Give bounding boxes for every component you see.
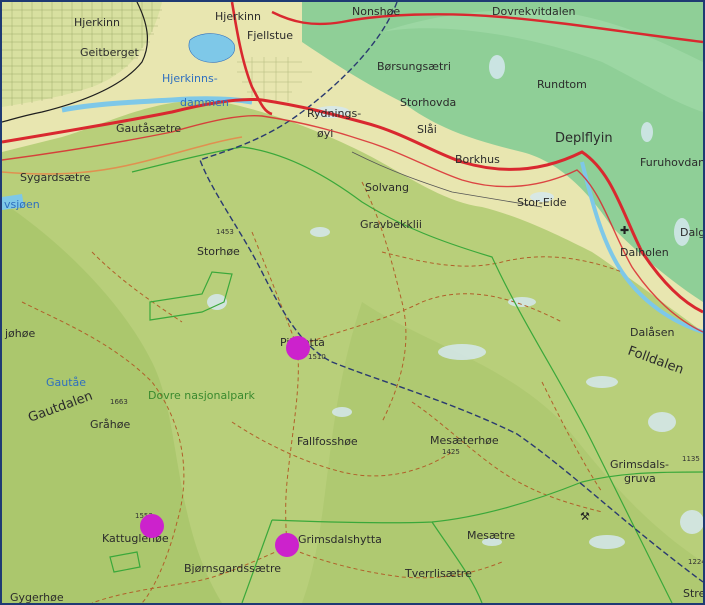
wetland-patches — [207, 55, 703, 549]
label-stre: Stre — [683, 587, 703, 600]
label-stor-eide: Stor-Eide — [517, 196, 567, 209]
label-grimsdalsgruva-2: gruva — [624, 472, 656, 485]
forest-area — [302, 2, 703, 302]
minor-road-2 — [351, 151, 543, 208]
forest-area-light — [382, 10, 703, 112]
label-storhoe: Storhøe — [197, 245, 240, 258]
label-gautasaetre: Gautåsætre — [116, 122, 181, 135]
label-gravbekkli: Gravbekklii — [360, 218, 422, 231]
label-grahoe: Gråhøe — [90, 418, 130, 431]
elevation-east: 1135 — [682, 455, 700, 463]
marker-grimsdalshytta[interactable] — [275, 533, 299, 557]
label-geitberget: Geitberget — [80, 46, 139, 59]
label-mesaetre: Mesætre — [467, 529, 515, 542]
place-labels: Hjerkinn Hjerkinn Nonshøe Dovrekvitdalen… — [4, 5, 703, 603]
elevation-mesaeterhoe: 1425 — [442, 448, 460, 456]
label-gautae: Gautåe — [46, 376, 86, 389]
label-borkhus: Borkhus — [455, 153, 500, 166]
label-furuhovdan: Furuhovdan — [640, 156, 703, 169]
label-rundtom: Rundtom — [537, 78, 587, 91]
lake-vsjoen — [2, 194, 24, 210]
river-folldalen — [580, 161, 703, 334]
elevation-kattuglehoe: 1553 — [135, 512, 153, 520]
minor-road — [2, 136, 243, 175]
label-borsungsaetri: Børsungsætri — [377, 60, 451, 73]
river-dammen — [61, 96, 253, 113]
elevation-storhoe: 1453 — [216, 228, 234, 236]
lake-hjerkinn — [188, 33, 235, 63]
label-dovre-nasjonalpark: Dovre nasjonalpark — [148, 389, 255, 402]
label-grimsdalshytta: Grimsdalshytta — [298, 533, 382, 546]
label-rydningsoyi-1: Rydnings- — [307, 107, 361, 120]
label-solvang: Solvang — [365, 181, 409, 194]
label-hjerkinnsdammen-1: Hjerkinns- — [162, 72, 218, 85]
elevation-pikhetta: 1510 — [308, 353, 326, 361]
hiking-trails — [21, 181, 623, 603]
label-storhovda: Storhovda — [400, 96, 456, 109]
military-area-grid — [2, 2, 312, 107]
label-nonshoe: Nonshøe — [352, 5, 400, 18]
elevation-labels: 1453 1510 1663 1425 1553 1135 1224 — [110, 228, 703, 566]
power-line — [199, 2, 703, 583]
label-fjellstue: Fjellstue — [247, 29, 293, 42]
label-rydningsoyi-2: øyi — [317, 127, 333, 140]
marker-pikhetta[interactable] — [286, 336, 310, 360]
label-gygerhoe: Gygerhøe — [10, 591, 64, 603]
church-icon: ✚ — [620, 224, 629, 237]
label-johoe: jøhøe — [4, 327, 35, 340]
label-hjerkinn-west: Hjerkinn — [74, 16, 120, 29]
terrain-relief-east — [302, 302, 703, 603]
location-markers — [140, 336, 310, 557]
elevation-southeast: 1224 — [688, 558, 703, 566]
label-tverrlisaetre: Tverrlisætre — [404, 567, 472, 580]
label-hjerkinn-east: Hjerkinn — [215, 10, 261, 23]
label-bjornsgardssaetre: Bjørnsgardssætre — [184, 562, 281, 575]
label-mesaeterhoe: Mesæterhøe — [430, 434, 499, 447]
label-sygardsaetre: Sygardsætre — [20, 171, 91, 184]
label-fallfosshoe: Fallfosshøe — [297, 435, 358, 448]
mine-icon: ⚒ — [580, 510, 590, 523]
terrain-relief — [2, 202, 222, 603]
label-deplflyin: Deplflyin — [555, 131, 613, 146]
label-dalg: Dalg — [680, 226, 703, 239]
label-dalasen: Dalåsen — [630, 326, 675, 339]
label-grimsdalsgruva-1: Grimsdals- — [610, 458, 669, 471]
marker-kattuglehoe[interactable] — [140, 514, 164, 538]
national-park-boundary — [109, 146, 703, 603]
elevation-grahoe: 1663 — [110, 398, 128, 406]
label-dalholen: Dalholen — [620, 246, 669, 259]
label-hjerkinnsdammen-2: dammen — [180, 96, 229, 109]
label-vsjoen: vsjøen — [4, 198, 40, 211]
label-slai: Slåi — [417, 123, 437, 136]
main-road — [2, 2, 703, 333]
label-dovrekvitdalen: Dovrekvitdalen — [492, 5, 576, 18]
